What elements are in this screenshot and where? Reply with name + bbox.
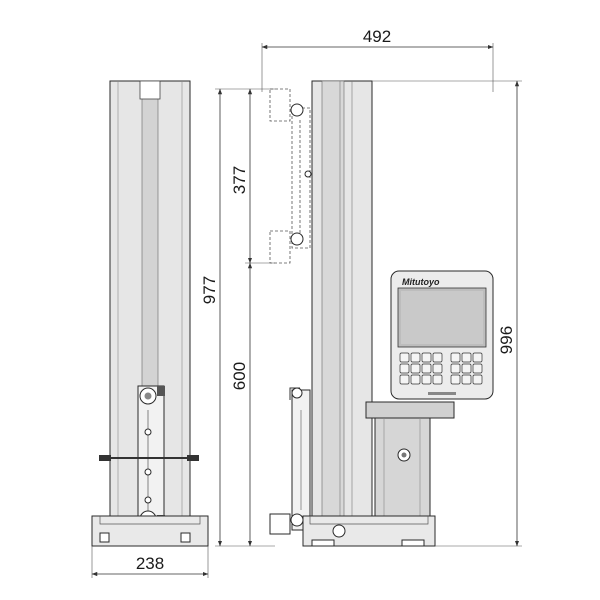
keypad-key bbox=[410, 363, 421, 374]
side-base-foot bbox=[180, 532, 191, 543]
side-crossbar-end-left bbox=[99, 455, 111, 461]
side-base bbox=[91, 515, 209, 547]
side-knob-upper-inner bbox=[144, 392, 152, 400]
dimension-977: 977 bbox=[200, 88, 275, 547]
keypad-key bbox=[461, 352, 472, 363]
display-footer-label bbox=[428, 392, 456, 395]
dimension-label-977: 977 bbox=[200, 276, 219, 304]
keypad-key bbox=[461, 374, 472, 385]
lower-holder-knob-bottom bbox=[290, 513, 304, 527]
dimension-492: 492 bbox=[261, 27, 494, 92]
upper-holder-phantom bbox=[269, 88, 311, 264]
dimension-label-600: 600 bbox=[230, 362, 249, 390]
keypad-key bbox=[432, 352, 443, 363]
keypad-key bbox=[472, 374, 483, 385]
keypad-key bbox=[472, 363, 483, 374]
dimension-600: 600 bbox=[230, 262, 253, 547]
side-hole bbox=[144, 428, 152, 436]
keypad-key bbox=[450, 363, 461, 374]
side-base-step bbox=[99, 516, 201, 525]
keypad-key bbox=[399, 363, 410, 374]
keypad-key bbox=[450, 352, 461, 363]
upper-holder-knob-small bbox=[304, 170, 312, 178]
keypad-key bbox=[472, 352, 483, 363]
keypad-key bbox=[410, 374, 421, 385]
keypad-key bbox=[432, 374, 443, 385]
dimension-label-996: 996 bbox=[497, 326, 516, 354]
front-base-foot bbox=[311, 539, 335, 547]
dimension-label-377: 377 bbox=[230, 166, 249, 194]
front-base-knob bbox=[332, 524, 346, 538]
keypad-key bbox=[450, 374, 461, 385]
side-hole bbox=[144, 496, 152, 504]
keypad-key bbox=[432, 363, 443, 374]
upper-holder-knob bbox=[290, 232, 304, 246]
front-column-rail bbox=[321, 80, 345, 517]
dimension-label-492: 492 bbox=[363, 27, 391, 46]
front-base-foot bbox=[401, 539, 425, 547]
keypad-key bbox=[421, 363, 432, 374]
drive-housing bbox=[365, 401, 455, 419]
keypad-key bbox=[421, 352, 432, 363]
side-view bbox=[91, 80, 209, 547]
side-column-top-notch bbox=[139, 80, 161, 100]
lower-holder-knob bbox=[291, 387, 303, 399]
front-view: Mitutoyo bbox=[269, 80, 494, 547]
front-base-step bbox=[309, 516, 429, 525]
keypad-key bbox=[461, 363, 472, 374]
keypad-key bbox=[399, 352, 410, 363]
dimension-238: 238 bbox=[91, 546, 209, 578]
keypad-key bbox=[421, 374, 432, 385]
dimension-377: 377 bbox=[230, 88, 275, 264]
display-screen-inner bbox=[401, 291, 483, 344]
side-hole bbox=[144, 468, 152, 476]
probe-tip bbox=[269, 513, 291, 535]
dimension-996: 996 bbox=[372, 80, 522, 547]
side-slider-block bbox=[137, 385, 165, 527]
brand-logo: Mitutoyo bbox=[402, 277, 440, 287]
drive-unit bbox=[374, 417, 431, 519]
side-knob-tab bbox=[157, 386, 165, 396]
keypad-key bbox=[410, 352, 421, 363]
upper-holder-knob bbox=[290, 103, 304, 117]
keypad bbox=[399, 352, 483, 385]
dimension-label-238: 238 bbox=[136, 554, 164, 573]
keypad-key bbox=[399, 374, 410, 385]
side-base-foot bbox=[99, 532, 110, 543]
drive-knob-inner bbox=[401, 452, 407, 458]
side-crossbar-end-right bbox=[187, 455, 199, 461]
